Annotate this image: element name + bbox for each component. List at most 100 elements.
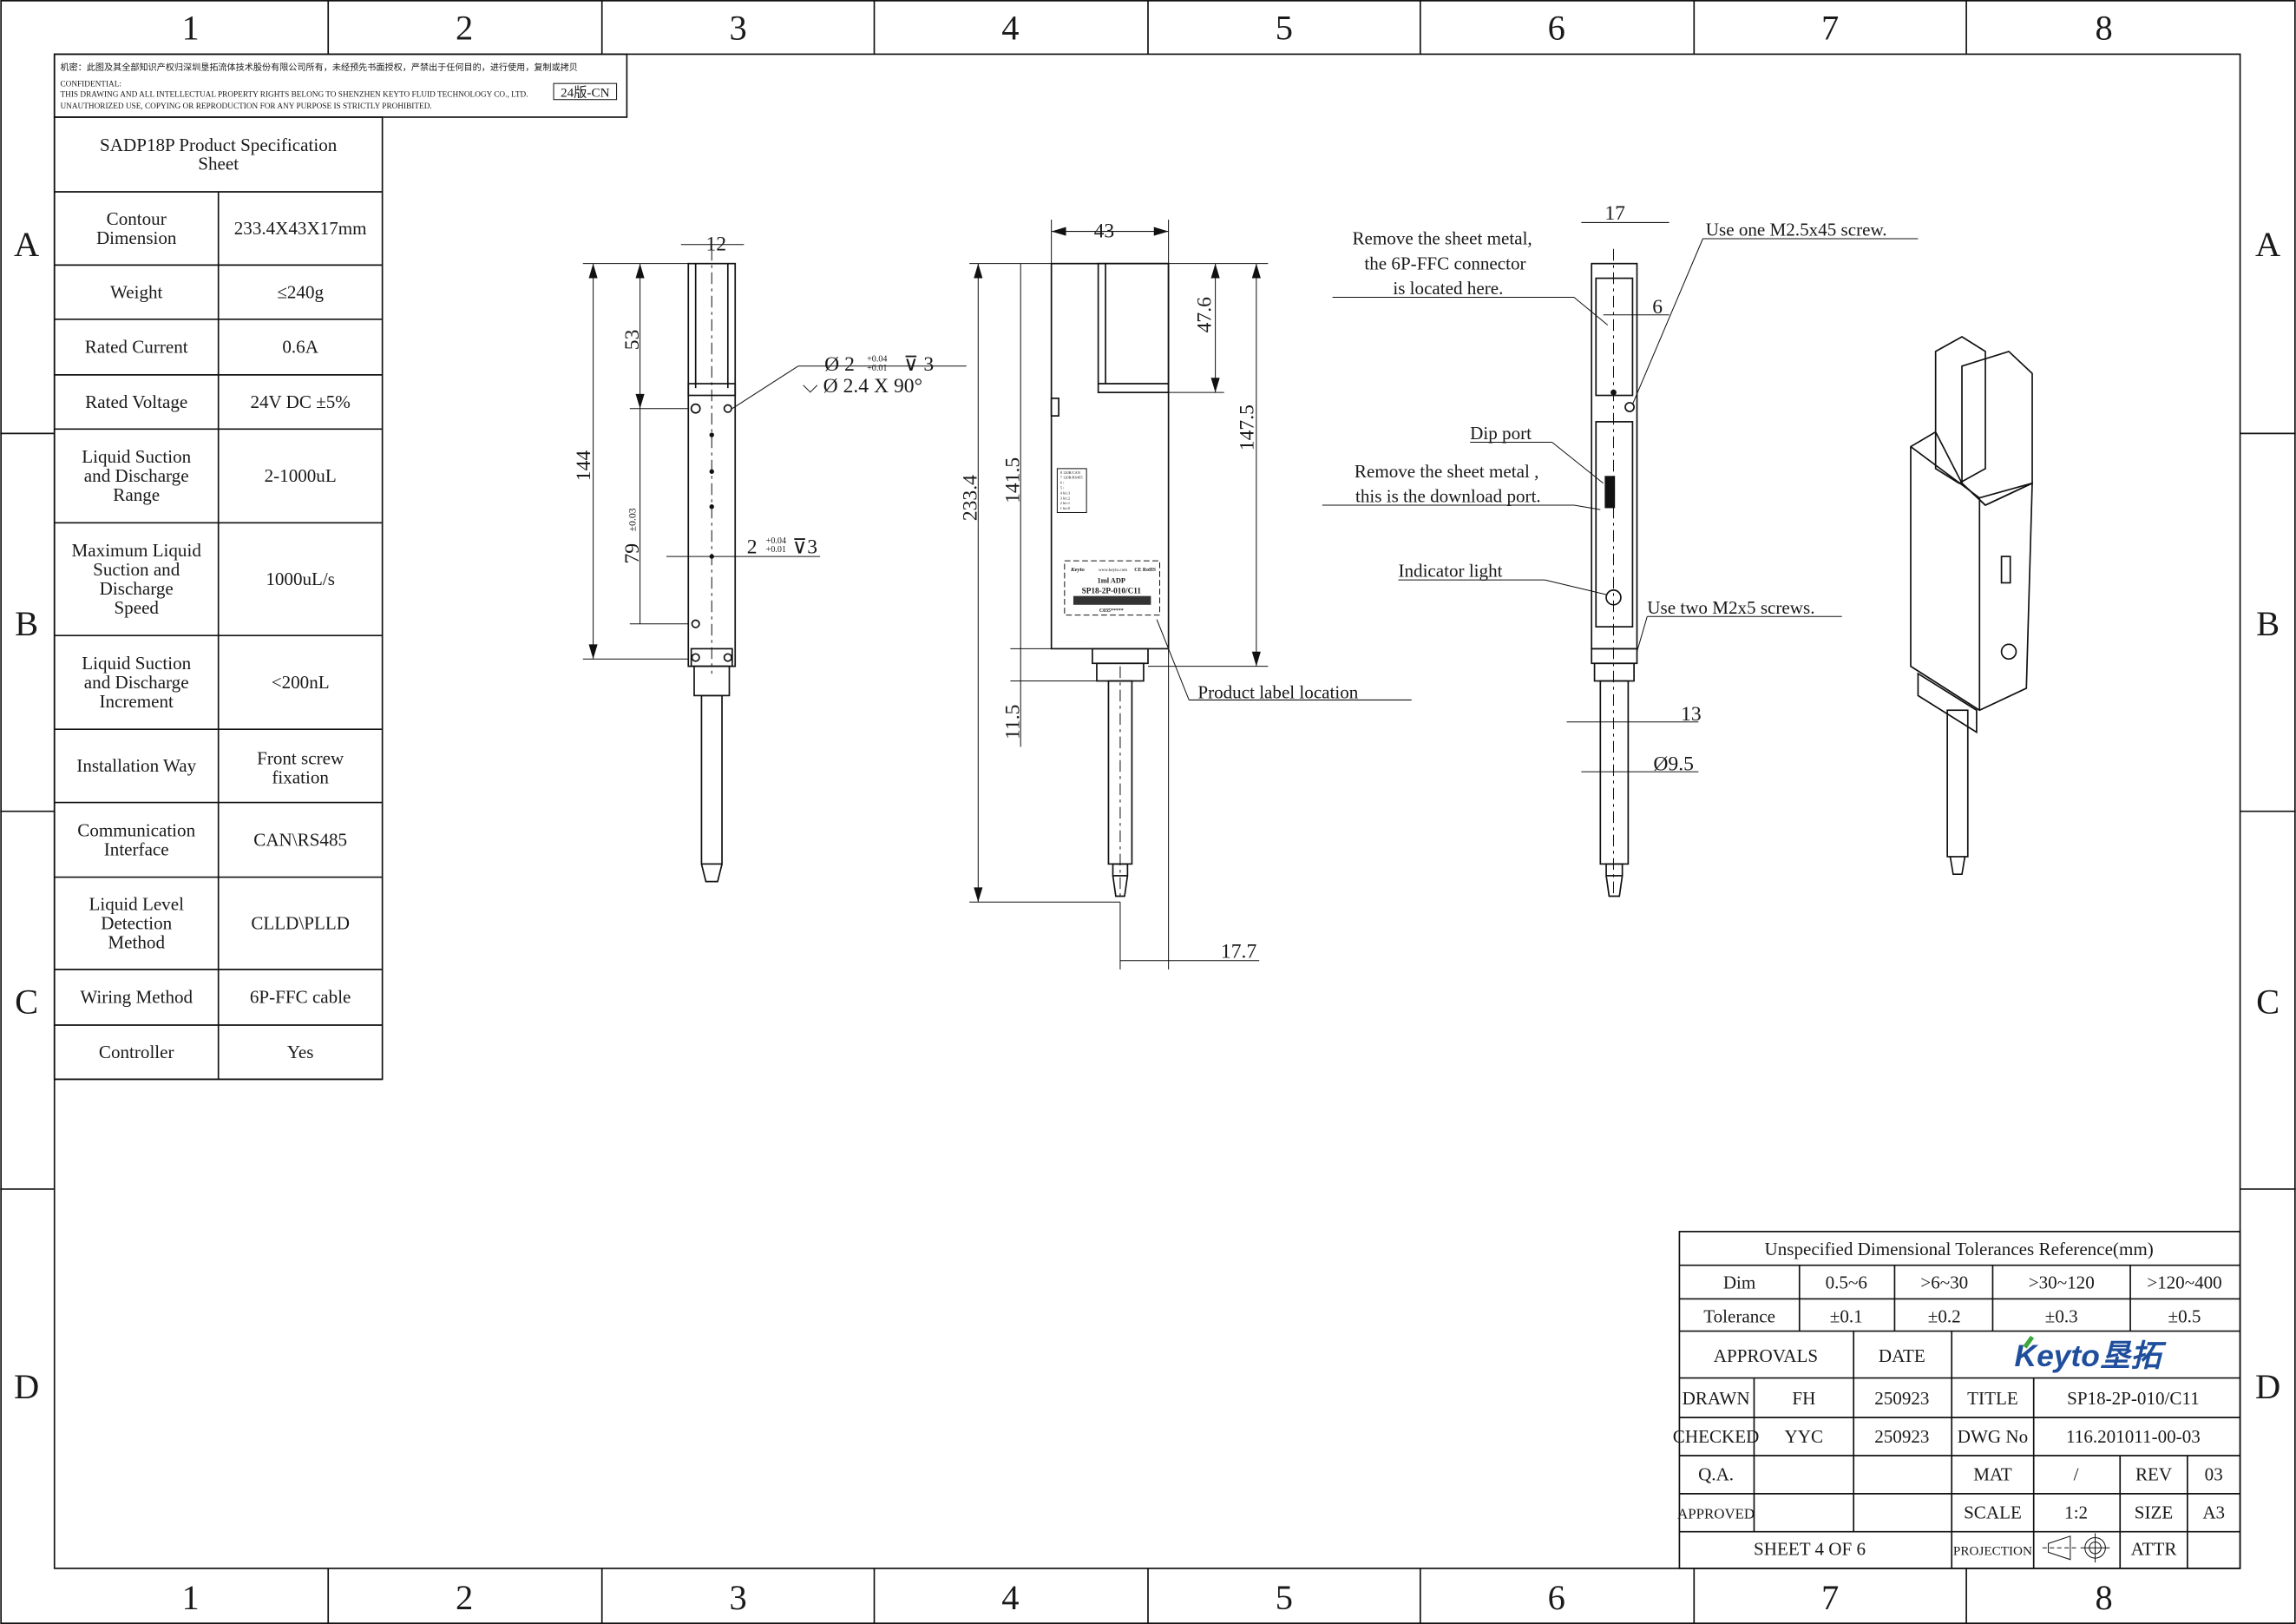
- dim-141-5: 141.5: [1002, 457, 1025, 503]
- dip-row: 2 bit:1: [1060, 501, 1070, 505]
- spec-label: Rated Voltage: [85, 391, 187, 412]
- note-ffc: the 6P-FFC connector: [1364, 253, 1525, 273]
- spec-label: Range: [113, 484, 160, 505]
- note-dip-port: Dip port: [1470, 423, 1532, 444]
- spec-label: Dimension: [96, 227, 177, 248]
- dim-144: 144: [573, 450, 595, 482]
- spec-value: 24V DC ±5%: [250, 391, 350, 412]
- spec-label: Increment: [99, 691, 174, 712]
- dim-12: 12: [705, 233, 726, 255]
- dwg-label: DWG No: [1958, 1426, 2028, 1447]
- label-url: www.keyto.com: [1099, 568, 1127, 573]
- dip-row: 1 bit:0: [1060, 506, 1071, 510]
- dip-row: 4 bit:3: [1060, 490, 1071, 495]
- note-ffc: Remove the sheet metal,: [1353, 228, 1532, 249]
- spec-title: SADP18P Product Specification: [100, 135, 338, 155]
- dim-11-5: 11.5: [1002, 705, 1025, 740]
- spec-label: Liquid Level: [89, 894, 184, 915]
- note-download: Remove the sheet metal ,: [1355, 461, 1538, 482]
- col-label: 7: [1821, 9, 1839, 48]
- spec-label: Weight: [110, 281, 162, 302]
- col-label: 8: [2096, 1578, 2113, 1617]
- qa-label: Q.A.: [1698, 1464, 1734, 1485]
- label-cert: CE RoHS: [1134, 568, 1156, 573]
- dip-row: 5 /: [1060, 485, 1065, 490]
- approved-label: APPROVED: [1677, 1506, 1755, 1522]
- spec-value: fixation: [272, 767, 329, 788]
- spec-value: Front screw: [257, 748, 344, 769]
- col-label: 4: [1001, 9, 1019, 48]
- row-label: C: [2256, 982, 2280, 1021]
- dim-6: 6: [1652, 296, 1663, 319]
- spec-label: Controller: [99, 1042, 174, 1062]
- spec-table: SADP18P Product Specification Sheet Cont…: [53, 116, 384, 1081]
- dim-53: 53: [621, 330, 644, 351]
- col-label: 8: [2096, 9, 2113, 48]
- row-label: D: [14, 1367, 39, 1406]
- label-serial: C035*****: [1099, 608, 1124, 614]
- spec-label: Speed: [114, 597, 159, 618]
- spec-label: and Discharge: [84, 465, 189, 486]
- note-screw-1: Use one M2.5x45 screw.: [1706, 220, 1887, 240]
- spec-value: 1000uL/s: [266, 569, 335, 589]
- dip-row: 3 bit:2: [1060, 496, 1070, 500]
- spec-value: <200nL: [272, 672, 330, 693]
- keyto-logo: Keyto垦拓: [2015, 1335, 2168, 1373]
- tolerance-label: Tolerance: [1703, 1305, 1775, 1326]
- confidential-label: CONFIDENTIAL:: [60, 81, 121, 89]
- projection-label: PROJECTION: [1953, 1544, 2032, 1559]
- spec-label: Interface: [104, 838, 169, 859]
- row-label: B: [2256, 604, 2280, 643]
- spec-label: Detection: [101, 912, 172, 933]
- front-view: 8 120R/CAN 7 120R/RS485 6 / 5 / 4 bit:3 …: [960, 220, 1412, 970]
- rev-label: REV: [2135, 1464, 2172, 1485]
- spec-value: 2-1000uL: [265, 465, 337, 486]
- col-label: 7: [1821, 1578, 1839, 1617]
- spec-value: 0.6A: [282, 337, 318, 358]
- isometric-view: [1910, 336, 2033, 876]
- hole-callout-2: 2: [747, 536, 758, 559]
- spec-label: Rated Current: [85, 337, 188, 358]
- confidential-cn: 机密：此图及其全部知识产权归深圳垦拓流体技术股份有限公司所有，未经预先书面授权，…: [60, 62, 577, 73]
- size-label: SIZE: [2135, 1502, 2174, 1523]
- approvals-label: APPROVALS: [1714, 1345, 1818, 1366]
- spec-label: and Discharge: [84, 672, 189, 693]
- dim-label: Dim: [1723, 1272, 1756, 1293]
- scale-value: 1:2: [2064, 1502, 2088, 1523]
- product-label: [1064, 560, 1161, 616]
- sheet-number: SHEET 4 OF 6: [1754, 1539, 1866, 1560]
- size-value: A3: [2202, 1502, 2225, 1523]
- drawn-date: 250923: [1874, 1388, 1929, 1409]
- col-label: 5: [1276, 1578, 1293, 1617]
- dim-9-5: Ø9.5: [1653, 753, 1694, 775]
- dip-row: 8 120R/CAN: [1060, 470, 1081, 475]
- drawn-label: DRAWN: [1683, 1388, 1750, 1409]
- checked-date: 250923: [1874, 1426, 1929, 1447]
- spec-label: Communication: [77, 819, 195, 840]
- back-view: 17 6 13 Ø9.5 Remove the sheet metal, the…: [1322, 202, 1919, 897]
- dim-range: >30~120: [2029, 1272, 2095, 1293]
- tol-up: +0.04: [766, 536, 786, 546]
- drawing-title: SP18-2P-010/C11: [2067, 1388, 2200, 1409]
- col-label: 6: [1548, 9, 1565, 48]
- tol-down: +0.01: [766, 545, 786, 555]
- hole-callout-1: Ø 2: [824, 353, 855, 376]
- dim-17: 17: [1604, 202, 1625, 225]
- spec-value: 233.4X43X17mm: [234, 218, 367, 239]
- date-label: DATE: [1879, 1345, 1925, 1366]
- label-brand: Keyto: [1070, 567, 1085, 573]
- spec-label: Suction and: [93, 559, 180, 580]
- col-label: 6: [1548, 1578, 1565, 1617]
- col-label: 1: [182, 1578, 200, 1617]
- countersink-callout: ⌵ Ø 2.4 X 90°: [803, 375, 922, 398]
- side-view: 12 53 144 79 ±0.03 Ø 2 +0.04 +0.01 ⊽ 3 ⌵…: [573, 233, 967, 883]
- confidential-notice: 机密：此图及其全部知识产权归深圳垦拓流体技术股份有限公司所有，未经预先书面授权，…: [53, 53, 628, 118]
- dim-79: 79: [621, 543, 644, 564]
- tol-up: +0.04: [867, 355, 887, 365]
- spec-label: Liquid Suction: [82, 653, 191, 674]
- col-label: 3: [729, 1578, 746, 1617]
- spec-value: CAN\RS485: [253, 829, 347, 850]
- row-label: A: [2255, 225, 2280, 264]
- logo-text: Keyto垦拓: [2015, 1338, 2168, 1373]
- spec-value: CLLD\PLLD: [251, 912, 350, 933]
